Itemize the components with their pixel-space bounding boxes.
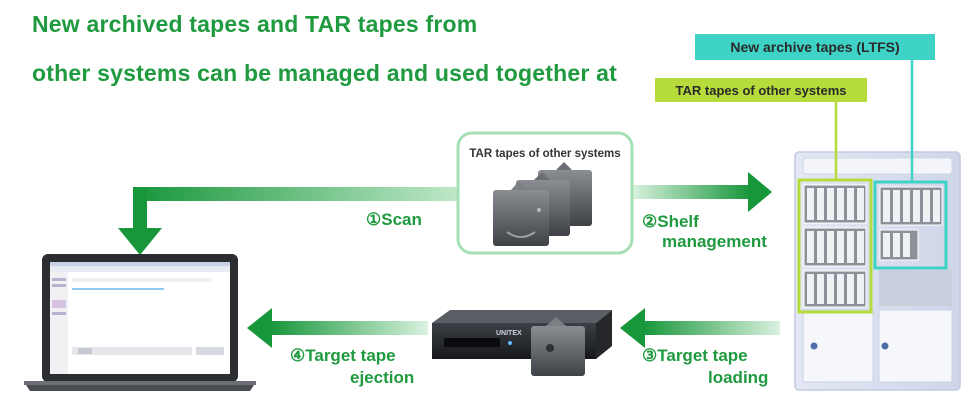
step-eject-line1: ④Target tape (290, 346, 396, 365)
step-scan: ①Scan (366, 210, 422, 229)
drive-cartridge (531, 317, 585, 376)
laptop (24, 254, 256, 391)
new-archive-tag: New archive tapes (LTFS) (695, 34, 935, 60)
drive-brand: UNITEX (496, 330, 522, 337)
heading-line-2: other systems can be managed and used to… (32, 60, 617, 86)
tar-other-tag: TAR tapes of other systems (655, 78, 867, 102)
step-load-line1: ③Target tape (642, 346, 748, 365)
step-eject-line2: ejection (350, 368, 415, 387)
step-shelf-line1: ②Shelf (642, 212, 699, 231)
eject-arrow (247, 308, 428, 348)
shelf-arrow (632, 172, 772, 212)
library-ltfs-group (873, 180, 948, 270)
tar-cartridges (493, 162, 592, 246)
step-load-line2: loading (708, 368, 769, 387)
tape-library (794, 151, 961, 391)
heading-line-1: New archived tapes and TAR tapes from (32, 11, 478, 37)
center-box-label: TAR tapes of other systems (469, 148, 621, 160)
load-arrow (620, 308, 780, 348)
scan-arrow (118, 187, 459, 255)
step-shelf-line2: management (662, 232, 767, 251)
